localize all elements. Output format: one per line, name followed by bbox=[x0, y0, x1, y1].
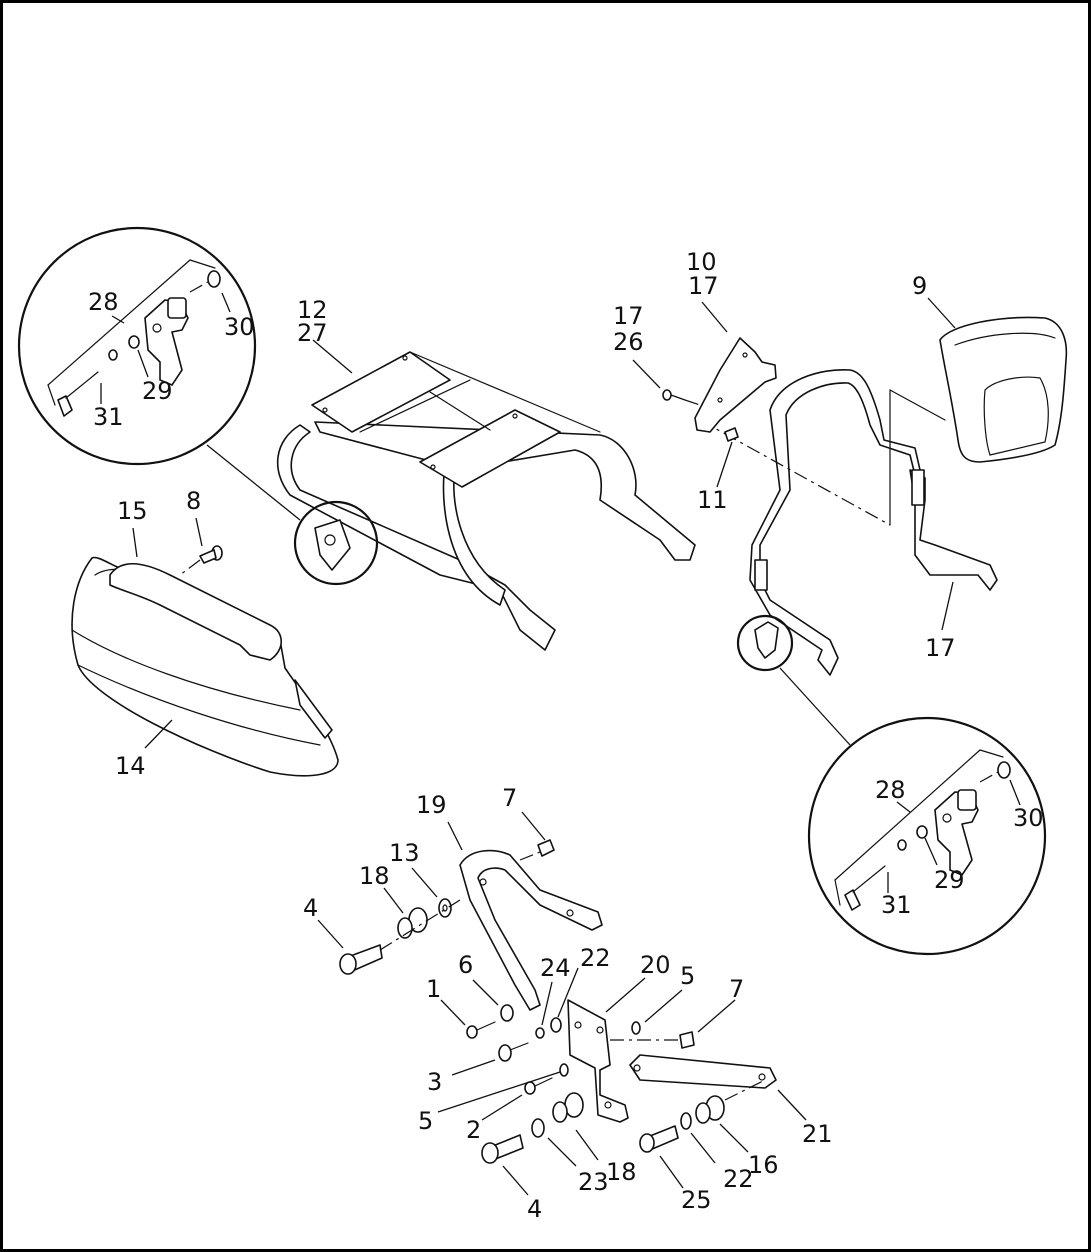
label-5-lower: 5 bbox=[418, 1107, 433, 1135]
label-26: 26 bbox=[613, 328, 644, 356]
washer-24 bbox=[535, 1027, 545, 1039]
label-15: 15 bbox=[117, 497, 148, 525]
luggage-rack bbox=[276, 351, 696, 651]
label-8: 8 bbox=[186, 487, 201, 515]
bolt-3 bbox=[498, 1042, 529, 1062]
label-7-upper: 7 bbox=[502, 784, 517, 812]
washer-5-lower bbox=[559, 1063, 569, 1077]
spacer-11 bbox=[724, 427, 739, 442]
washer-6 bbox=[500, 1004, 514, 1022]
label-7-lower: 7 bbox=[729, 975, 744, 1003]
label-30-right: 30 bbox=[1013, 804, 1044, 832]
bolt-4-lower bbox=[481, 1134, 524, 1164]
label-17-top: 17 bbox=[688, 272, 719, 300]
sissy-bar-uprights bbox=[749, 369, 998, 676]
label-29-left: 29 bbox=[142, 377, 173, 405]
label-10: 10 bbox=[686, 248, 717, 276]
label-2: 2 bbox=[466, 1116, 481, 1144]
label-24: 24 bbox=[540, 954, 571, 982]
label-1: 1 bbox=[426, 975, 441, 1003]
label-18-lower: 18 bbox=[606, 1158, 637, 1186]
label-12: 12 bbox=[297, 296, 328, 324]
label-19: 19 bbox=[416, 791, 447, 819]
saddlebag-cover bbox=[71, 556, 339, 777]
label-14: 14 bbox=[115, 752, 146, 780]
label-11: 11 bbox=[697, 486, 728, 514]
screw-8 bbox=[179, 545, 223, 576]
strap-21 bbox=[629, 1054, 777, 1089]
bolt-2 bbox=[524, 1077, 553, 1095]
latch-assembly-left bbox=[47, 259, 221, 417]
label-28-left: 28 bbox=[88, 288, 119, 316]
label-23: 23 bbox=[578, 1168, 609, 1196]
grommet-18-upper bbox=[397, 907, 428, 939]
washer-5-upper bbox=[631, 1021, 641, 1035]
bolt-1 bbox=[466, 1021, 496, 1039]
label-30-left: 30 bbox=[224, 313, 255, 341]
bolt-25 bbox=[639, 1125, 679, 1153]
label-16: 16 bbox=[748, 1151, 779, 1179]
label-29-right: 29 bbox=[934, 866, 965, 894]
label-17-right: 17 bbox=[925, 634, 956, 662]
washer-23 bbox=[531, 1118, 545, 1138]
label-4-upper: 4 bbox=[303, 894, 318, 922]
rack-deck-plate-rear bbox=[419, 409, 561, 488]
washer-13 bbox=[438, 898, 452, 918]
label-18-upper: 18 bbox=[359, 862, 390, 890]
label-17-mid: 17 bbox=[613, 302, 644, 330]
nut-7-lower bbox=[679, 1031, 695, 1049]
bolt-4-upper bbox=[339, 944, 383, 975]
grommet-18-lower bbox=[552, 1092, 584, 1123]
label-22-lower: 22 bbox=[723, 1165, 754, 1193]
label-13: 13 bbox=[389, 839, 420, 867]
mounting-bracket-10 bbox=[694, 337, 777, 433]
label-22-upper: 22 bbox=[580, 944, 611, 972]
support-arm-19 bbox=[459, 849, 603, 1011]
leader-lines bbox=[100, 292, 1021, 1196]
nut-7-upper bbox=[537, 839, 555, 857]
label-31-left: 31 bbox=[93, 403, 124, 431]
mount-plate-20 bbox=[567, 999, 629, 1123]
label-6: 6 bbox=[458, 951, 473, 979]
bolt-26 bbox=[662, 389, 701, 406]
washer-22-lower bbox=[680, 1112, 692, 1130]
rack-deck-plate-front bbox=[311, 351, 451, 433]
label-28-right: 28 bbox=[875, 776, 906, 804]
label-3: 3 bbox=[427, 1068, 442, 1096]
sissy-bar-latch-zoom-circle bbox=[736, 614, 794, 672]
label-25: 25 bbox=[681, 1186, 712, 1214]
latch-detail-callout-right bbox=[807, 716, 1047, 956]
label-20: 20 bbox=[640, 951, 671, 979]
label-4-lower: 4 bbox=[527, 1195, 542, 1223]
backrest-pad bbox=[939, 316, 1068, 463]
label-31-right: 31 bbox=[881, 891, 912, 919]
label-5-upper: 5 bbox=[680, 962, 695, 990]
label-9: 9 bbox=[912, 272, 927, 300]
washer-22-upper bbox=[550, 1017, 562, 1033]
grommet-16 bbox=[695, 1095, 725, 1124]
part-number-labels: 12 27 15 8 14 9 10 17 17 26 11 17 28 30 … bbox=[88, 248, 1044, 1223]
label-21: 21 bbox=[802, 1120, 833, 1148]
rack-latch-zoom-circle bbox=[293, 500, 379, 586]
latch-assembly-right bbox=[834, 749, 1011, 911]
label-27: 27 bbox=[297, 319, 328, 347]
